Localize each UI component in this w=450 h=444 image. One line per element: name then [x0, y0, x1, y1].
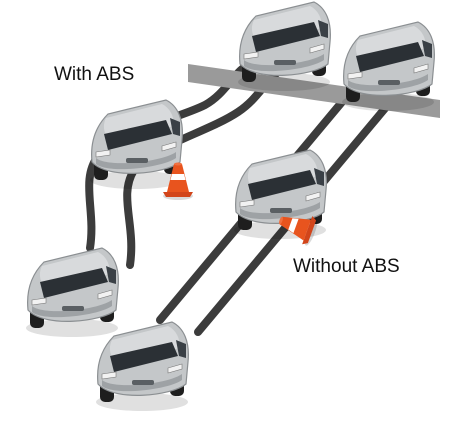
without-abs-label: Without ABS — [293, 256, 400, 277]
car-icon-without-abs-end — [341, 21, 435, 112]
car-icon-with-abs-end — [237, 1, 331, 92]
with-abs-label: With ABS — [54, 64, 135, 85]
car-icon-with-abs-mid — [89, 99, 183, 190]
car-icon-with-abs-start — [25, 247, 119, 338]
car-icon-without-abs-start — [95, 321, 189, 412]
